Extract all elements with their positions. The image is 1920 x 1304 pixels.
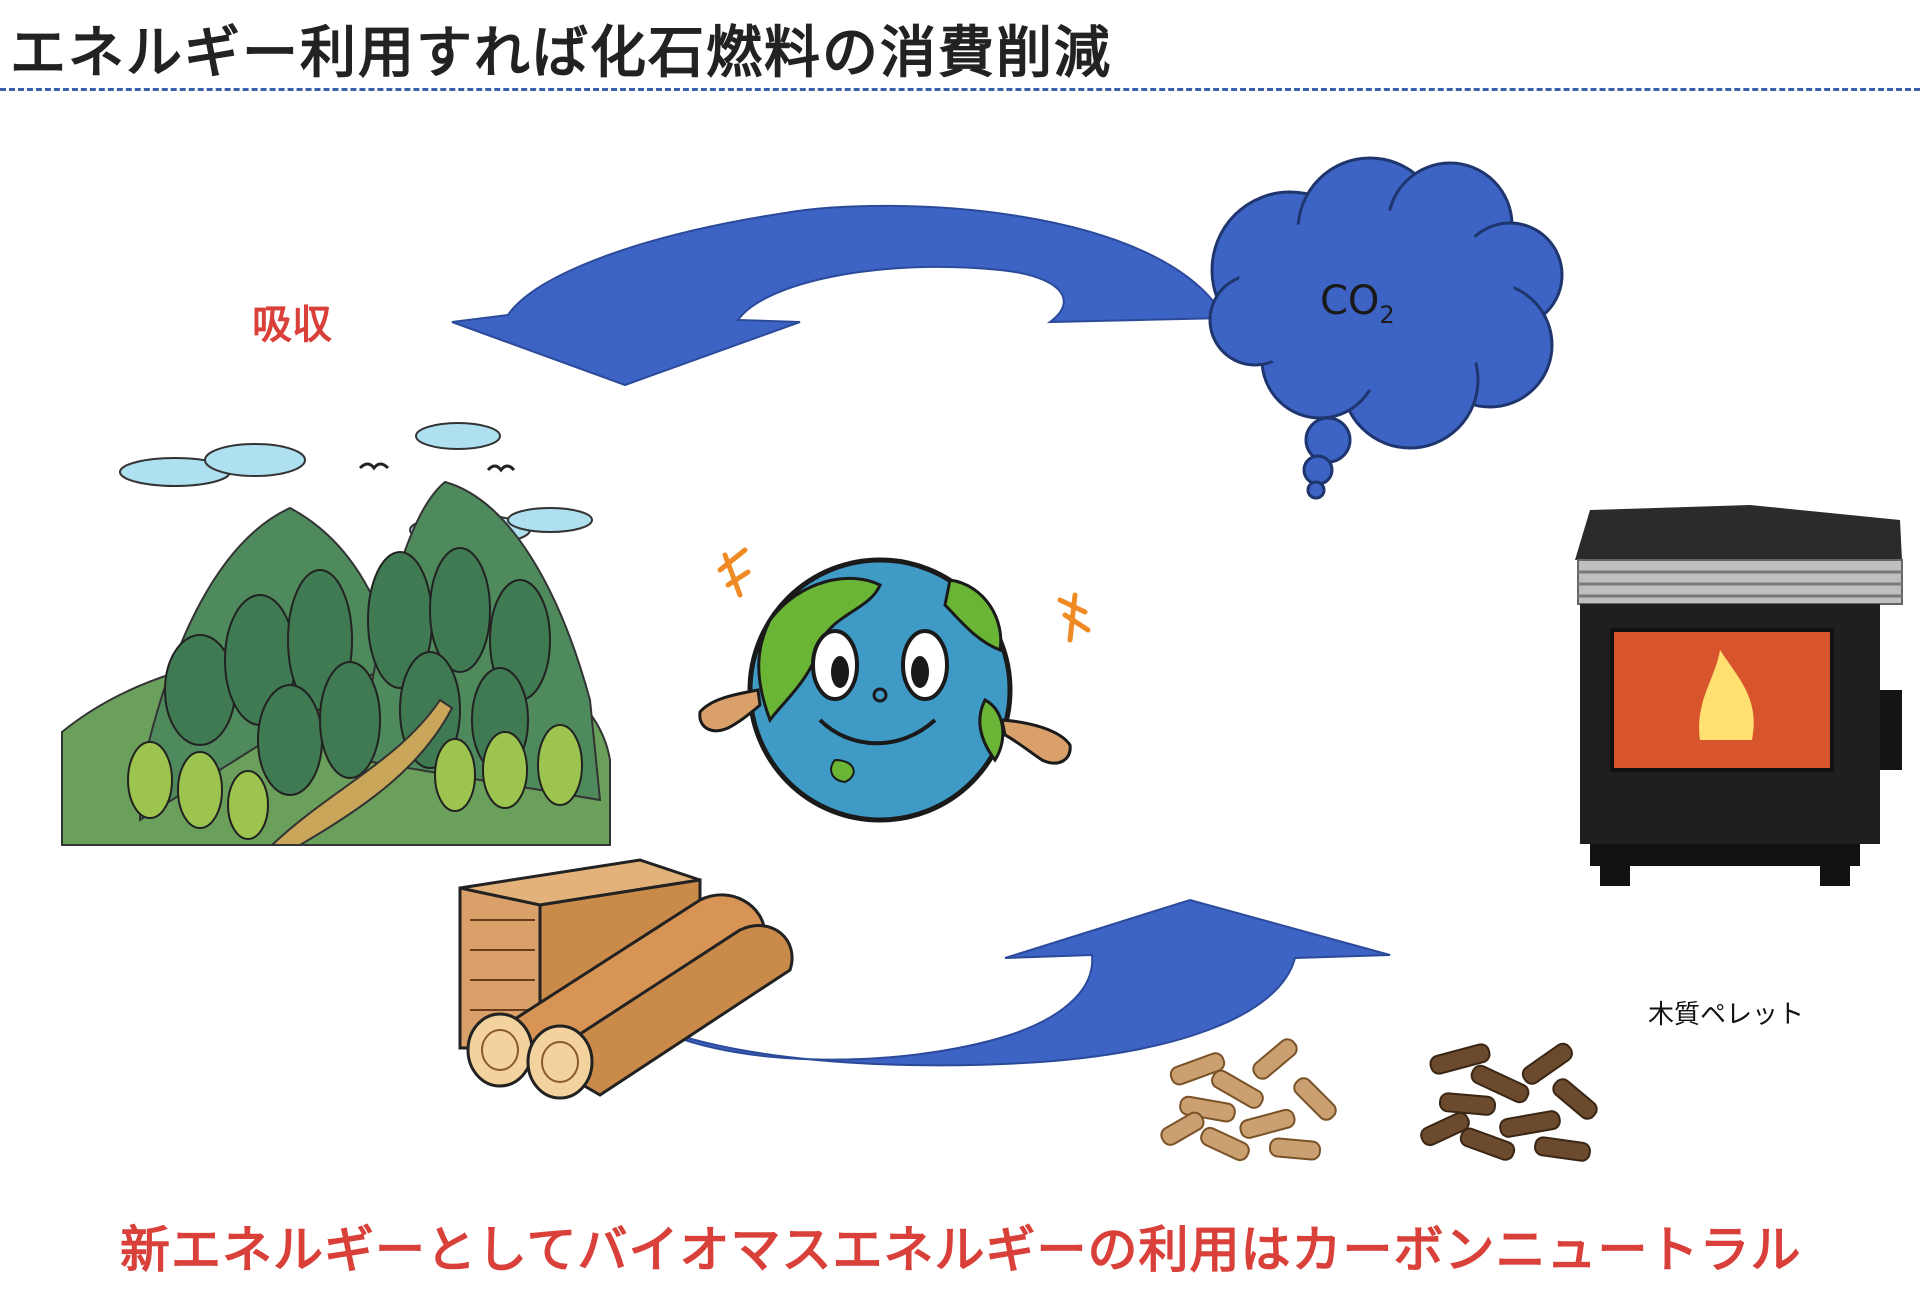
pellet-stove-icon [1575, 505, 1903, 886]
logs-icon [458, 858, 794, 1100]
page-title: エネルギー利用すれば化石燃料の消費削減 [10, 21, 1112, 86]
wood-pellet-label: 木質ペレット [1648, 1000, 1805, 1030]
co2-label: CO2 [1320, 278, 1395, 329]
co2-label-sub: 2 [1379, 301, 1395, 329]
usage-arrow [639, 898, 1391, 1067]
co2-label-main: CO [1320, 278, 1380, 324]
co2-cloud-icon [1208, 156, 1564, 500]
wood-pellets-icon [1160, 1038, 1598, 1162]
absorption-arrow [451, 204, 1227, 387]
earth-character-icon [698, 547, 1091, 823]
title-divider [0, 88, 1920, 91]
footer-caption: 新エネルギーとしてバイオマスエネルギーの利用はカーボンニュートラル [120, 1221, 1802, 1279]
absorb-label: 吸収 [252, 302, 332, 348]
forest-mountain-icon [61, 422, 611, 846]
